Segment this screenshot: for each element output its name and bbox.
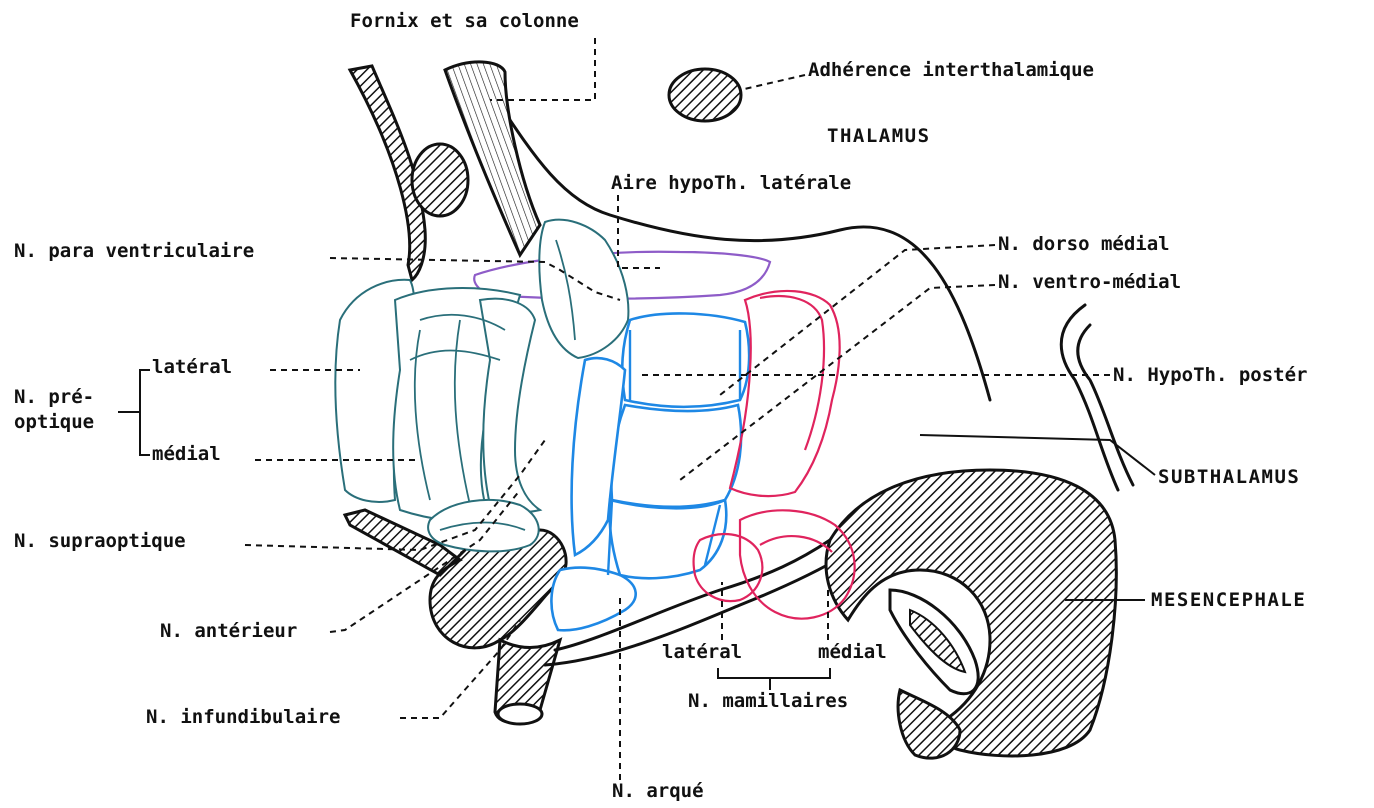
label-thalamus: THALAMUS [827, 125, 931, 147]
stalk-end [498, 704, 542, 724]
peduncle-base [898, 690, 960, 758]
label-dorso-medial: N. dorso médial [998, 233, 1170, 255]
anterior-commissure [412, 144, 468, 216]
label-anterieur: N. antérieur [160, 620, 297, 642]
label-adherence: Adhérence interthalamique [808, 59, 1094, 81]
label-preoptique-lateral: latéral [152, 356, 232, 378]
label-mamillaires: N. mamillaires [688, 690, 848, 712]
leader-adherence [740, 75, 805, 90]
posterior-sulcus-curve [1061, 305, 1118, 490]
posterior-nucleus-pink-2 [760, 296, 824, 450]
label-ventro-medial: N. ventro-médial [998, 271, 1181, 293]
dorsomedial-nucleus [622, 313, 749, 406]
mamillaires-bracket [718, 668, 830, 690]
mamillary-medial-inner [760, 536, 832, 552]
label-infundibulaire: N. infundibulaire [146, 706, 340, 728]
label-fornix: Fornix et sa colonne [350, 10, 579, 32]
label-mesencephale: MESENCEPHALE [1151, 589, 1306, 611]
label-aire-laterale: Aire hypoTh. latérale [611, 172, 851, 194]
preoptic-medial-lobe [480, 299, 540, 512]
label-preoptique-line2: optique [14, 411, 94, 433]
label-preoptique-line1: N. pré- [14, 386, 94, 408]
paraventricular-nucleus [539, 220, 628, 358]
label-arque: N. arqué [612, 780, 704, 802]
blue-floor-band [609, 500, 726, 578]
leader-dorso-medial [720, 245, 995, 395]
mesencephalon [826, 470, 1116, 756]
ventromedial-nucleus [611, 405, 741, 507]
label-paraventriculaire: N. para ventriculaire [14, 240, 254, 262]
label-mamillaire-medial: médial [818, 641, 887, 663]
label-subthalamus: SUBTHALAMUS [1158, 466, 1300, 488]
label-preoptique-medial: médial [152, 443, 221, 465]
interthalamic-adhesion [669, 69, 741, 121]
label-supraoptique: N. supraoptique [14, 530, 186, 552]
label-mamillaire-lateral: latéral [662, 641, 742, 663]
label-hypoth-poster: N. HypoTh. postér [1113, 364, 1307, 386]
preoptique-bracket [118, 370, 150, 455]
leader-aire-laterale [618, 195, 660, 268]
